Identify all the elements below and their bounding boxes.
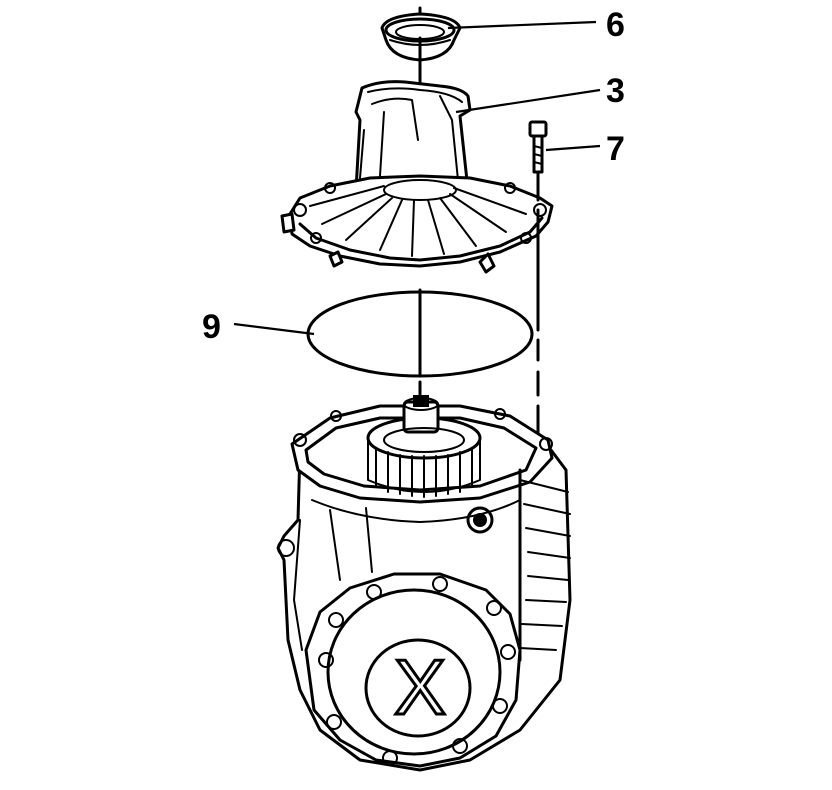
cover-center-boss	[364, 638, 472, 738]
callout-6: 6	[606, 6, 625, 44]
transmission-case: X	[276, 395, 572, 772]
leader-lines	[233, 20, 601, 336]
cover-x-mark: X	[394, 643, 446, 731]
callout-3: 3	[606, 72, 625, 110]
cooling-fins	[518, 468, 571, 662]
bolt-part-7	[528, 120, 548, 442]
rear-cover: X	[304, 572, 522, 768]
seal-part-6	[380, 12, 462, 62]
gear-cluster	[366, 395, 482, 498]
callout-9: 9	[202, 308, 221, 346]
callout-7: 7	[606, 130, 625, 168]
extension-housing-part-3	[280, 80, 554, 274]
